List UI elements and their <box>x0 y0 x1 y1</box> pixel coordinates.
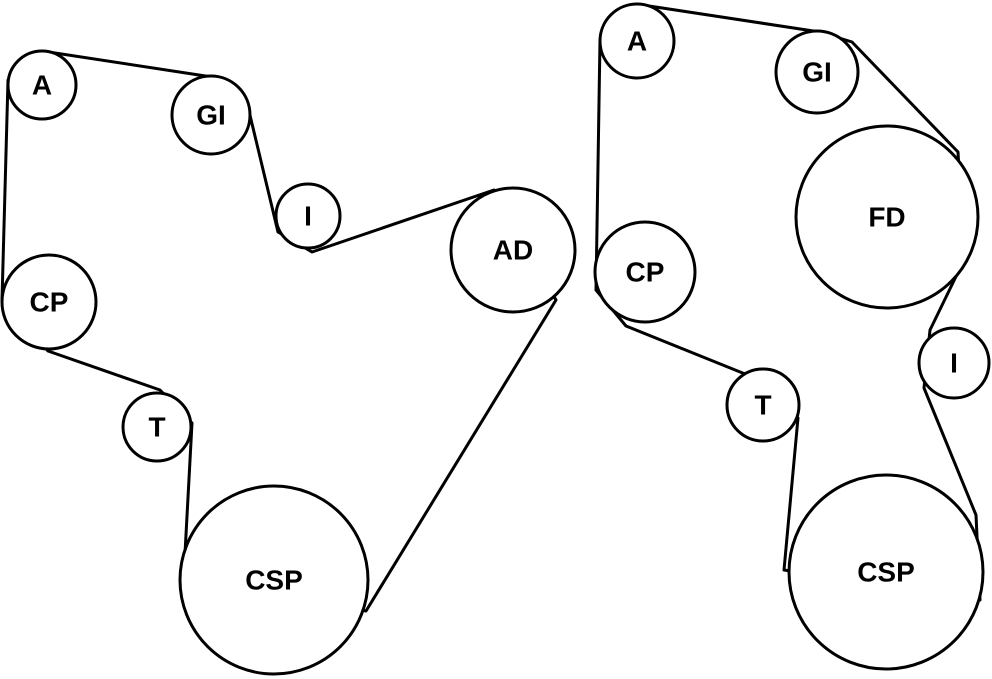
pulley-t-right: T <box>725 367 801 443</box>
pulley-label: A <box>627 26 647 57</box>
pulley-label: CSP <box>245 565 303 596</box>
pulley-circle <box>178 484 370 676</box>
pulley-circle <box>0 253 98 351</box>
belt-diagram-right: A GI FD CP I T CSP <box>593 2 991 671</box>
pulley-label: T <box>148 412 165 443</box>
pulley-circle <box>787 473 985 671</box>
pulley-label: CSP <box>857 557 915 588</box>
pulley-label: I <box>950 348 958 379</box>
pulley-t-left: T <box>121 391 193 463</box>
pulley-i-right: I <box>917 326 991 400</box>
pulley-circle <box>170 74 252 156</box>
pulley-label: GI <box>196 100 226 131</box>
pulley-circle <box>794 124 980 310</box>
pulley-ad-left: AD <box>449 186 577 314</box>
pulley-circle <box>917 326 991 400</box>
pulley-csp-left: CSP <box>178 484 370 676</box>
pulley-label: CP <box>626 257 665 288</box>
pulley-cp-left: CP <box>0 253 98 351</box>
pulley-circle <box>598 2 676 80</box>
pulley-label: I <box>304 201 312 232</box>
pulley-circle <box>725 367 801 443</box>
pulley-circle <box>6 49 78 121</box>
pulley-circle <box>274 182 342 250</box>
pulley-csp-right: CSP <box>787 473 985 671</box>
pulley-circle <box>593 220 697 324</box>
pulley-fd-right: FD <box>794 124 980 310</box>
pulley-label: T <box>754 390 771 421</box>
pulley-a-right: A <box>598 2 676 80</box>
pulley-label: AD <box>493 235 533 266</box>
pulley-label: FD <box>868 202 905 233</box>
pulley-i-left: I <box>274 182 342 250</box>
pulley-gi-right: GI <box>774 29 860 115</box>
pulley-gi-left: GI <box>170 74 252 156</box>
pulley-circle <box>774 29 860 115</box>
pulley-circle <box>121 391 193 463</box>
pulley-label: A <box>32 70 52 101</box>
pulley-label: GI <box>802 57 832 88</box>
belt-diagram-left: A GI I AD CP T CSP <box>0 49 577 676</box>
pulley-cp-right: CP <box>593 220 697 324</box>
pulley-circle <box>449 186 577 314</box>
pulley-label: CP <box>30 287 69 318</box>
pulley-a-left: A <box>6 49 78 121</box>
